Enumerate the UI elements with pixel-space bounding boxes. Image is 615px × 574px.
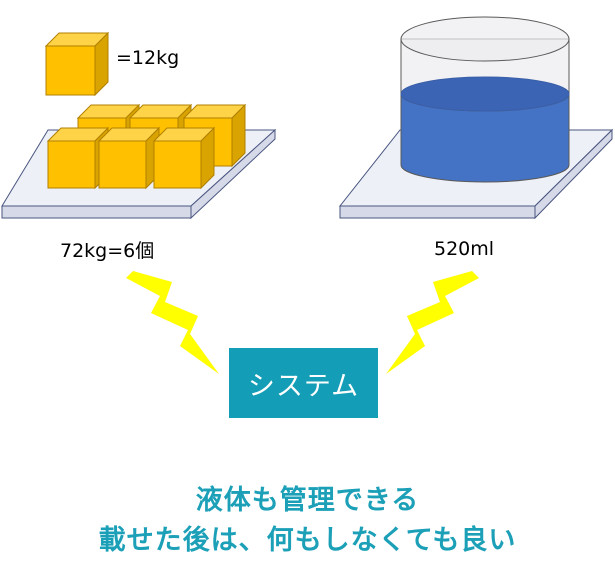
- right-lightning-bolt: [386, 271, 479, 374]
- stacked-cube-front-2-front-face: [98, 140, 147, 189]
- cylinder-liquid-surface: [400, 76, 570, 112]
- single-cube-icon: [44, 31, 110, 97]
- stacked-cube-front-3-front-face: [153, 140, 202, 189]
- single-cube: [44, 31, 110, 97]
- single-cube-weight-label: =12kg: [116, 47, 180, 69]
- cylinder-top-rim: [400, 16, 570, 62]
- stacked-cube-front-3: [152, 126, 216, 190]
- right-tray-volume-label: 520ml: [434, 238, 495, 260]
- left-lightning-bolt: [126, 271, 219, 374]
- caption-line-1: 液体も管理できる: [195, 485, 420, 516]
- system-box-label: システム: [247, 370, 360, 402]
- single-cube-icon-front-face: [45, 45, 96, 96]
- stacked-cube-front-2: [97, 126, 161, 190]
- stacked-cube-front-1-front-face: [47, 140, 96, 189]
- cylinder-container: [400, 16, 570, 183]
- right-platform-front: [339, 205, 536, 219]
- left-tray-weight-label: 72kg=6個: [60, 240, 155, 262]
- cube-stack: [46, 103, 247, 190]
- caption-line-2: 載せた後は、何もしなくても良い: [98, 525, 517, 556]
- left-platform-front: [1, 205, 192, 219]
- system-box: システム: [229, 348, 378, 418]
